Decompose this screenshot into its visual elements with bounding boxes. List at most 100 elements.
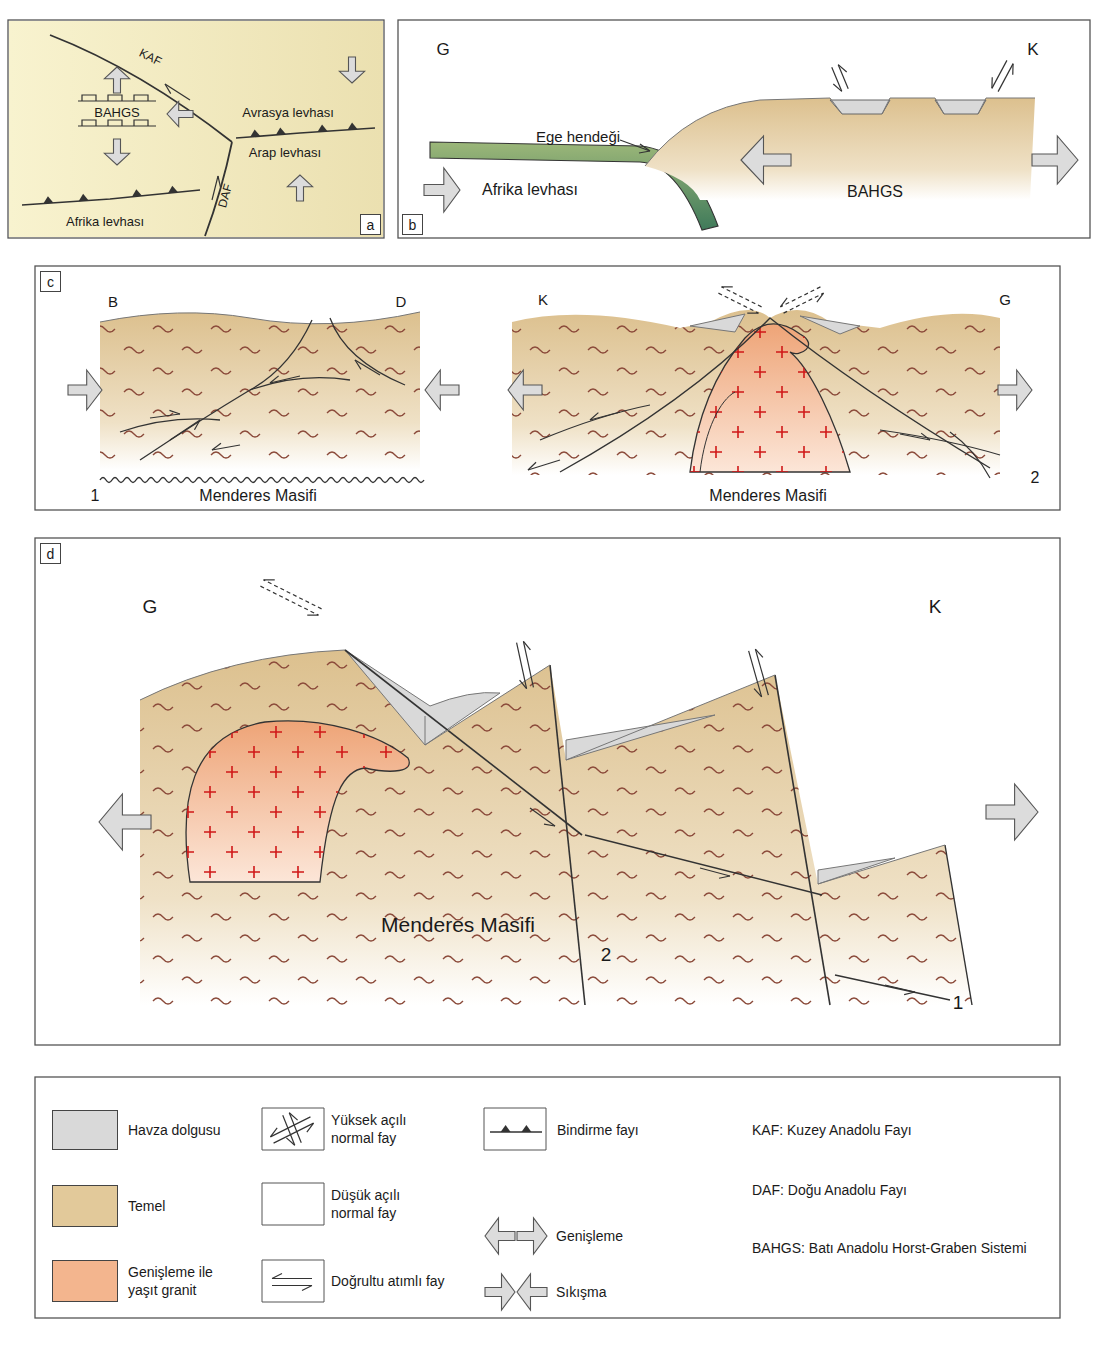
graben-symbol (82, 95, 96, 101)
aegean-crust (645, 98, 1035, 200)
fault-arrow (274, 1123, 314, 1143)
fault-arrow (719, 876, 730, 878)
graben-symbol (134, 120, 148, 126)
motion-arrow (986, 784, 1038, 840)
label: Avrasya levhası (242, 106, 334, 121)
fault-arrow (212, 176, 218, 200)
thrust-fault (250, 378, 350, 390)
legend-text: Genişleme (556, 1227, 623, 1245)
label: BAHGS (847, 183, 903, 201)
fault-arrow (307, 615, 318, 616)
fault-arrow (194, 420, 200, 430)
fault-arrow (260, 586, 318, 615)
basement (512, 310, 1000, 475)
fault-arrow (272, 1274, 282, 1279)
fault-arrow (784, 293, 824, 313)
basin-fill (566, 715, 715, 760)
fault-arrow (355, 360, 361, 369)
aegean-crust (645, 98, 1035, 166)
fault-arrow (838, 65, 846, 72)
legend-text: Bindirme fayı (557, 1121, 639, 1139)
basin-fill (690, 314, 860, 334)
fault-arrow (270, 1117, 310, 1137)
surface (100, 312, 420, 324)
leader-line (639, 144, 650, 153)
thrust-tooth (43, 196, 53, 203)
legend-text: Doğrultu atımlı fay (331, 1272, 445, 1290)
fault-arrow (1012, 64, 1014, 75)
panel-letter-text: a (367, 217, 375, 233)
label: 1 (91, 487, 100, 505)
motion-arrow (287, 175, 312, 201)
thrust-tooth (79, 194, 89, 201)
fault-arrow (523, 641, 530, 650)
basement (100, 312, 420, 470)
motion-arrow (424, 168, 460, 212)
label: Menderes Masifi (199, 487, 316, 505)
label: Menderes Masifi (381, 913, 535, 937)
fault-arrow (833, 84, 841, 91)
legend-swatch (52, 1110, 118, 1150)
thrust-tooth (521, 1125, 531, 1132)
motion-arrow (508, 370, 542, 410)
fault-arrow (289, 1113, 301, 1143)
legend-sample-box (262, 1108, 324, 1150)
panel-letter: c (40, 271, 61, 292)
motion-arrow (339, 57, 364, 83)
fault-arrow (170, 420, 200, 440)
basement (512, 310, 1000, 475)
fault-line (950, 432, 990, 478)
motion-arrow (1032, 136, 1078, 184)
fault-arrow (921, 433, 930, 440)
granite (690, 324, 850, 472)
panel-letter: b (402, 214, 423, 235)
thrust-tooth (276, 128, 286, 135)
granite (186, 721, 409, 882)
fault-arrow (270, 376, 279, 383)
fault-arrow (722, 287, 762, 307)
thrust-tooth (348, 123, 358, 130)
granite (186, 721, 409, 882)
fault-arrow (528, 462, 536, 470)
fault-arrow (530, 808, 555, 826)
legend-text: Genişleme ile yaşıt granit (128, 1263, 238, 1299)
fault-line (50, 35, 232, 142)
basement (140, 650, 972, 1005)
graben-symbol (82, 120, 96, 126)
fault-arrow (264, 579, 275, 580)
fault-arrow (755, 649, 768, 695)
legend-swatch (52, 1260, 118, 1302)
motion-arrow (485, 1218, 515, 1254)
fault-arrow (718, 293, 758, 313)
legend-texture (52, 1185, 118, 1227)
motion-arrow (425, 370, 459, 410)
motion-arrow (741, 136, 791, 184)
basement (140, 650, 972, 1005)
panel-letter: d (40, 543, 61, 564)
fault-arrow (307, 1123, 314, 1132)
legend-text: Sıkışma (556, 1283, 607, 1301)
basin-fill (345, 650, 500, 745)
thrust-tooth (250, 130, 260, 137)
fault-arrow (817, 293, 824, 302)
motion-arrow (517, 1218, 547, 1254)
fault-arrow (722, 286, 733, 287)
legend-texture (52, 1260, 118, 1302)
fault-arrow (590, 412, 620, 420)
motion-arrow (104, 67, 129, 93)
legend-sample-box (262, 1183, 324, 1225)
thrust-fault (140, 320, 312, 460)
graben-symbol (108, 95, 122, 101)
fault-arrow (755, 649, 763, 657)
fault-arrow (272, 1285, 312, 1286)
label: 2 (1031, 469, 1040, 487)
fault-line (540, 405, 650, 440)
thrust-tooth (501, 1125, 511, 1132)
low-angle-fault (585, 835, 822, 895)
legend-sample-box (484, 1108, 546, 1150)
label: Afrika levhası (66, 215, 144, 230)
fault-arrow (302, 1286, 312, 1291)
legend-text: Yüksek açılı normal fay (331, 1111, 441, 1147)
fault-arrow (264, 580, 322, 609)
legend-text: Temel (128, 1197, 165, 1215)
